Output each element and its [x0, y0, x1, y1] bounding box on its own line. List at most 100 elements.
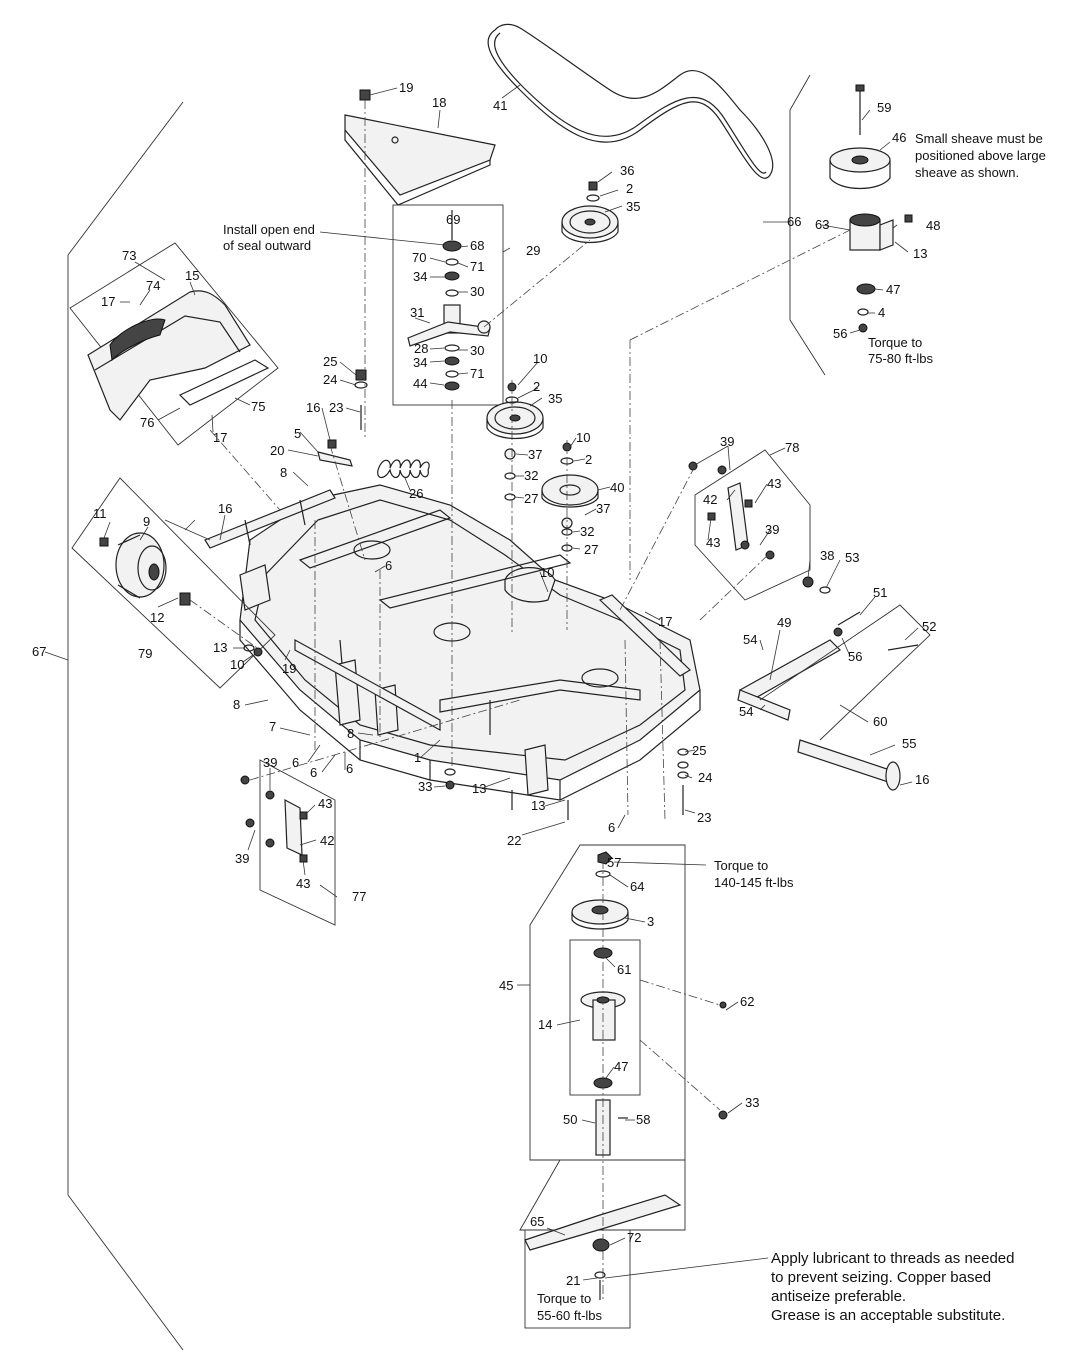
callout-2a: 2 — [626, 181, 633, 196]
idler-arm — [407, 210, 491, 391]
callout-73: 73 — [122, 248, 136, 263]
callout-71b: 71 — [470, 366, 484, 381]
callout-10b: 10 — [576, 430, 590, 445]
callout-63: 63 — [815, 217, 829, 232]
svg-text:sheave as shown.: sheave as shown. — [915, 165, 1019, 180]
frame-45 — [529, 844, 686, 1161]
callout-6e: 6 — [608, 820, 615, 835]
callout-36: 36 — [620, 163, 634, 178]
callout-58: 58 — [636, 1112, 650, 1127]
deck-rails — [204, 489, 441, 732]
callout-23b: 23 — [697, 810, 711, 825]
note-lubricant: Apply lubricant to threads as needed to … — [771, 1250, 1015, 1324]
callout-71a: 71 — [470, 259, 484, 274]
callout-6b: 6 — [292, 755, 299, 770]
callout-20: 20 — [270, 443, 284, 458]
svg-text:Grease is an acceptable substi: Grease is an acceptable substitute. — [771, 1307, 1005, 1324]
frame-78 — [694, 449, 811, 601]
callout-41: 41 — [493, 98, 507, 113]
callout-19: 19 — [399, 80, 413, 95]
svg-text:Install open end: Install open end — [223, 222, 315, 237]
callout-39d: 39 — [235, 851, 249, 866]
note-torque-140: Torque to 140-145 ft-lbs — [714, 858, 794, 890]
callout-55: 55 — [902, 736, 916, 751]
callout-59: 59 — [877, 100, 891, 115]
callout-54b: 54 — [739, 704, 753, 719]
callout-25b: 25 — [692, 743, 706, 758]
callout-61: 61 — [617, 962, 631, 977]
callout-38: 38 — [820, 548, 834, 563]
callout-65: 65 — [530, 1214, 544, 1229]
callout-18: 18 — [432, 95, 446, 110]
callout-49: 49 — [777, 615, 791, 630]
svg-text:antiseize preferable.: antiseize preferable. — [771, 1288, 906, 1305]
callout-13d: 13 — [531, 798, 545, 813]
anti-scalp-bar — [737, 576, 931, 791]
callout-8b: 8 — [233, 697, 240, 712]
deck-shield — [344, 114, 496, 206]
callout-29: 29 — [526, 243, 540, 258]
callout-14: 14 — [538, 1017, 552, 1032]
callout-27b: 27 — [584, 542, 598, 557]
callout-10a: 10 — [533, 351, 547, 366]
spring — [377, 459, 430, 479]
gauge-wheel — [99, 532, 263, 657]
callout-75: 75 — [251, 399, 265, 414]
callout-17a: 17 — [101, 294, 115, 309]
leader-lines — [44, 84, 919, 1281]
callout-52: 52 — [922, 619, 936, 634]
svg-text:Torque to: Torque to — [714, 858, 768, 873]
callout-77: 77 — [352, 889, 366, 904]
callout-22: 22 — [507, 833, 521, 848]
callout-2b: 2 — [533, 379, 540, 394]
callout-67: 67 — [32, 644, 46, 659]
deck-bolts — [444, 748, 728, 1120]
note-seal: Install open end of seal outward — [223, 222, 315, 253]
frame-77 — [259, 759, 336, 926]
callout-37a: 37 — [528, 447, 542, 462]
callout-43b: 43 — [706, 535, 720, 550]
callout-16b: 16 — [218, 501, 232, 516]
callout-76: 76 — [140, 415, 154, 430]
callout-35b: 35 — [548, 391, 562, 406]
pulley-upper — [561, 205, 619, 243]
callout-25a: 25 — [323, 354, 337, 369]
callout-2c: 2 — [585, 452, 592, 467]
svg-text:of seal outward: of seal outward — [223, 238, 311, 253]
svg-text:Torque to: Torque to — [868, 335, 922, 350]
callout-17b: 17 — [213, 430, 227, 445]
pulley-mid — [486, 401, 544, 439]
callout-79: 79 — [138, 646, 152, 661]
callout-57: 57 — [607, 855, 621, 870]
callout-11: 11 — [93, 506, 107, 521]
callout-12: 12 — [150, 610, 164, 625]
callout-46: 46 — [892, 130, 906, 145]
bracket-77 — [240, 775, 308, 863]
belt — [487, 23, 774, 179]
callout-64: 64 — [630, 879, 644, 894]
svg-text:Small sheave must be: Small sheave must be — [915, 131, 1043, 146]
callout-24a: 24 — [323, 372, 337, 387]
hardware-stacks — [317, 181, 600, 552]
callout-23a: 23 — [329, 400, 343, 415]
svg-text:75-80 ft-lbs: 75-80 ft-lbs — [868, 351, 934, 366]
callout-68: 68 — [470, 238, 484, 253]
callout-1: 1 — [414, 750, 421, 765]
callout-43a: 43 — [767, 476, 781, 491]
callout-39b: 39 — [765, 522, 779, 537]
callout-33a: 33 — [418, 779, 432, 794]
callout-43c: 43 — [318, 796, 332, 811]
callout-43d: 43 — [296, 876, 310, 891]
callout-13a: 13 — [913, 246, 927, 261]
svg-text:55-60 ft-lbs: 55-60 ft-lbs — [537, 1308, 603, 1323]
callout-37b: 37 — [596, 501, 610, 516]
callout-13b: 13 — [213, 640, 227, 655]
callout-28: 28 — [414, 341, 428, 356]
callout-53: 53 — [845, 550, 859, 565]
callout-45: 45 — [499, 978, 513, 993]
callout-7: 7 — [269, 719, 276, 734]
callout-5: 5 — [294, 426, 301, 441]
spindle-sheave-right — [829, 84, 913, 333]
frame-29 — [392, 204, 504, 406]
